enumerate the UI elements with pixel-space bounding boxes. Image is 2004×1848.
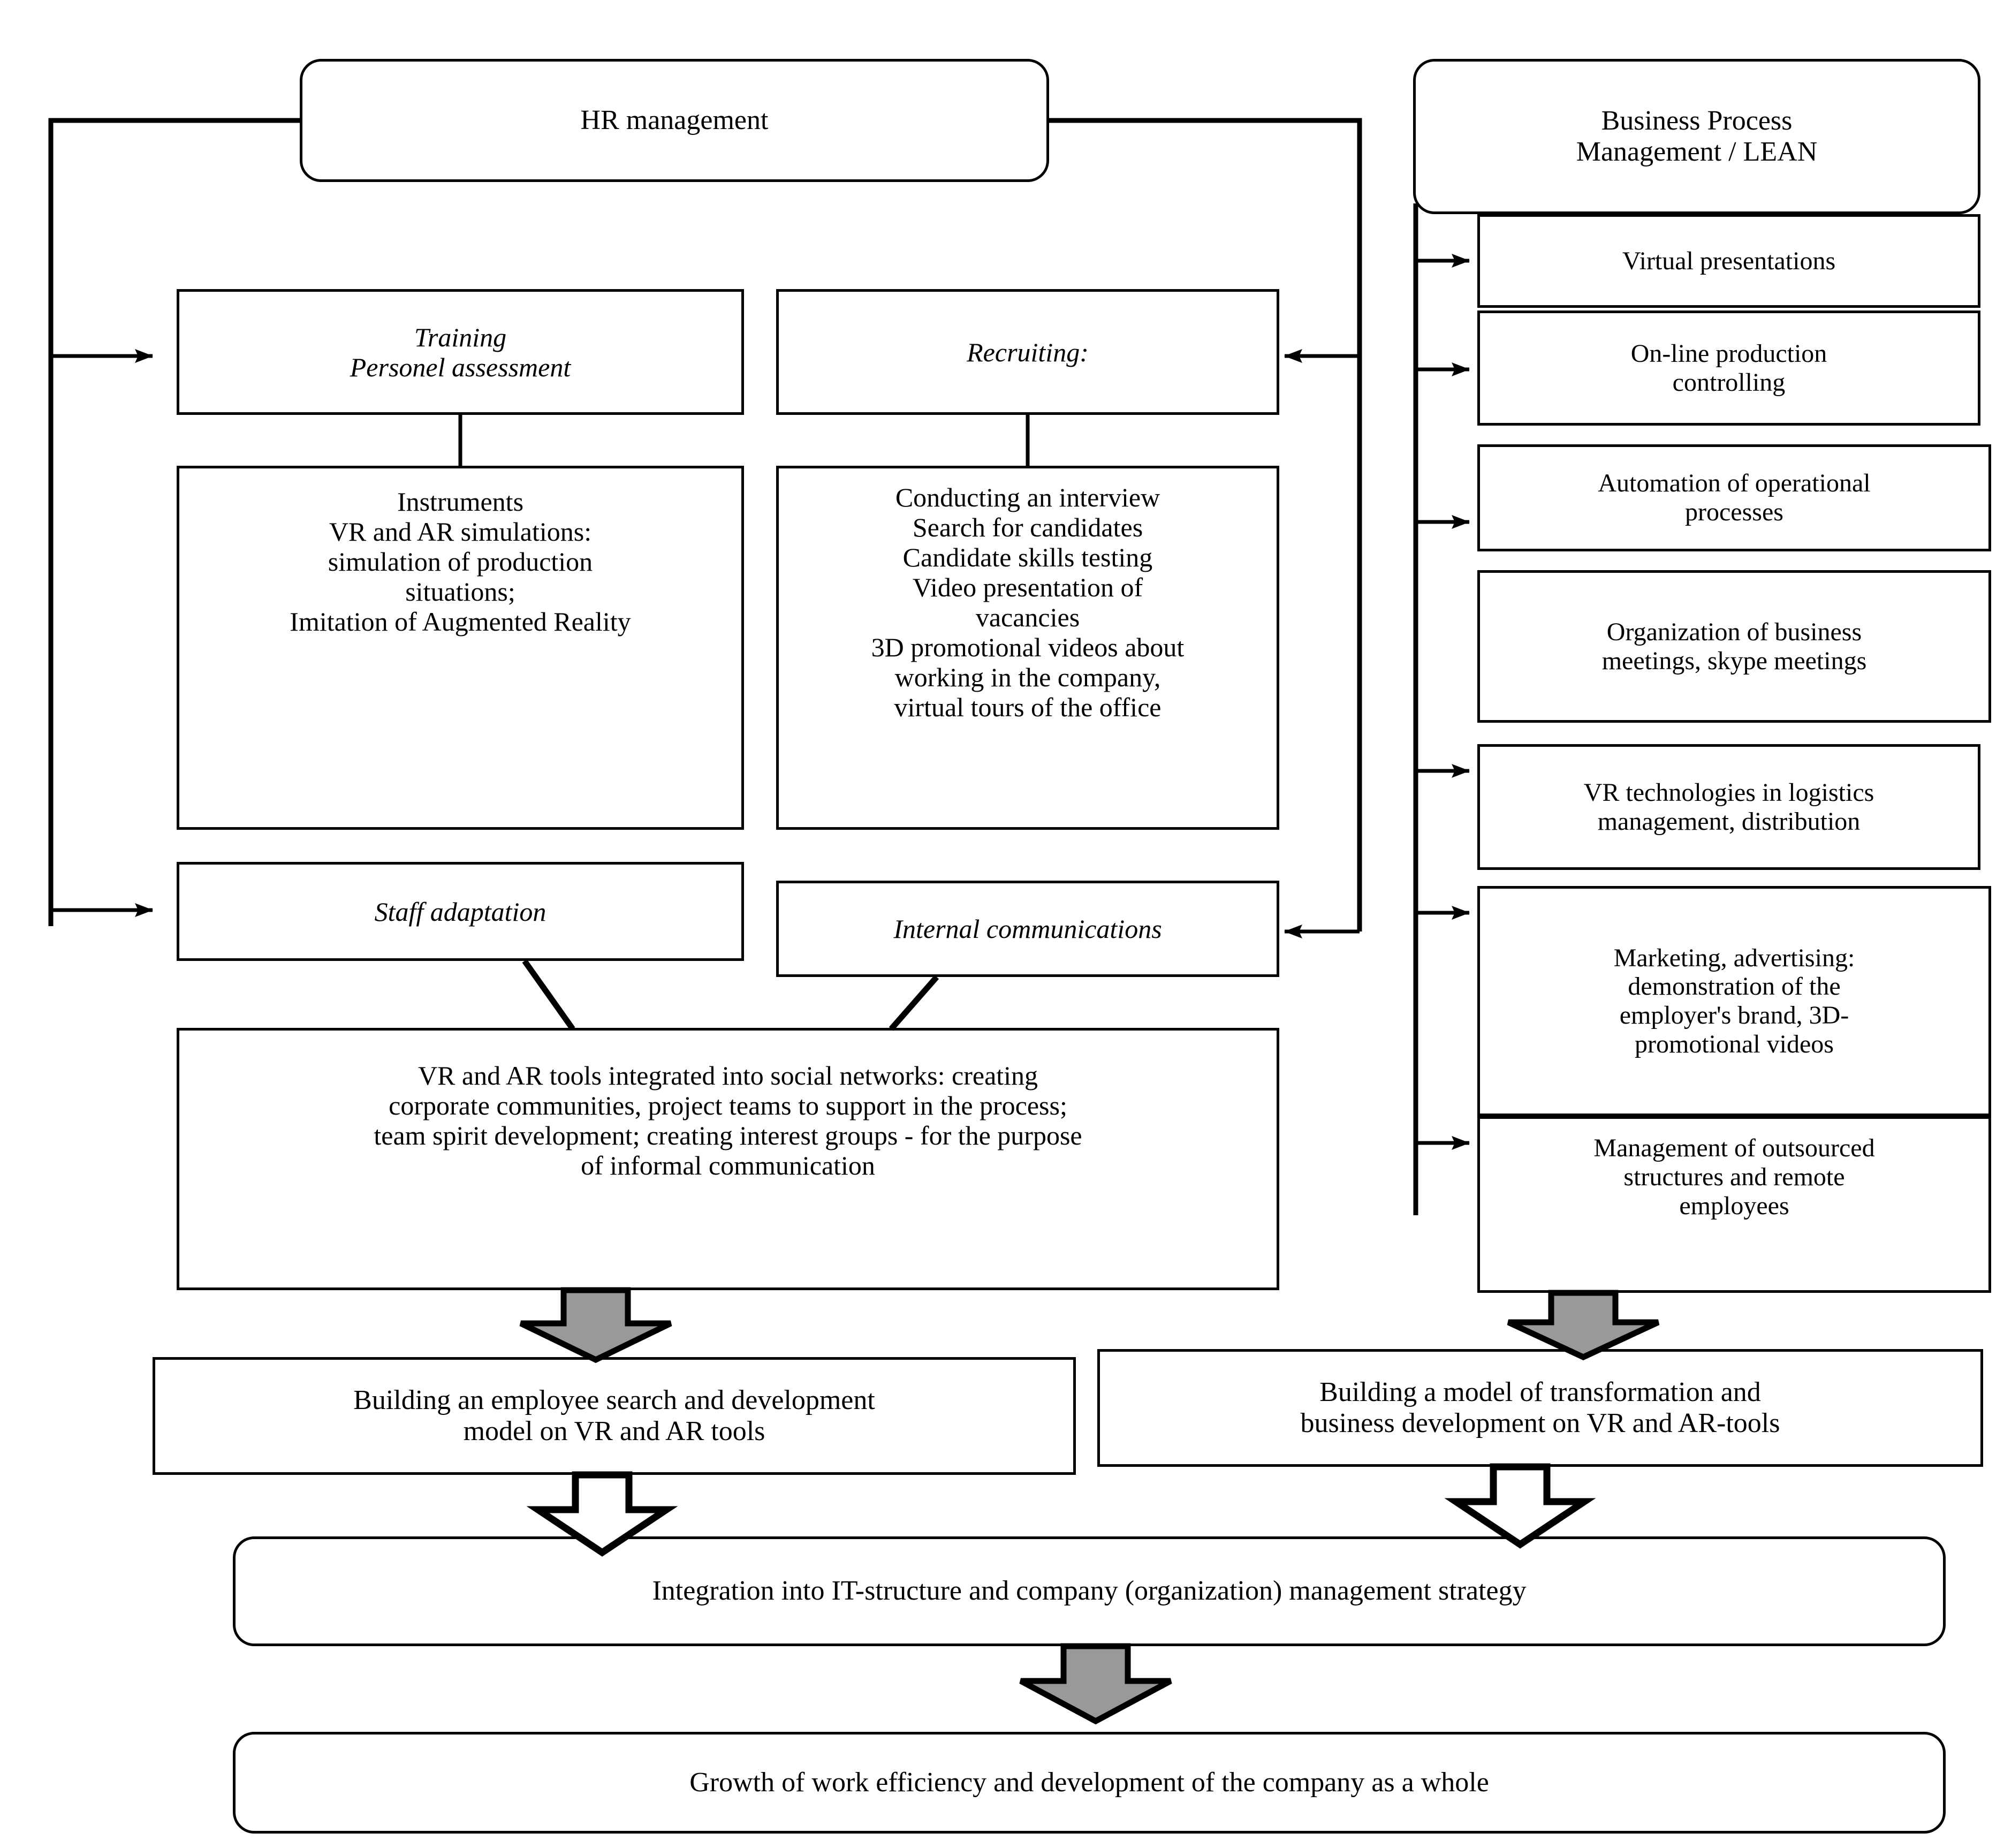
training-instruments-label: Instruments VR and AR simulations: simul… [290,487,631,637]
growth-outcome-box: Growth of work efficiency and developmen… [233,1732,1946,1834]
gray-down-arrow-right [1507,1290,1660,1361]
hr-management-box: HR management [300,59,1049,182]
staff-adaptation-label: Staff adaptation [374,896,546,927]
bpm-item-label: Management of outsourced structures and … [1593,1134,1875,1220]
gray-down-arrow-left [519,1287,672,1364]
bpm-item-outsourced-management: Management of outsourced structures and … [1477,1116,1991,1293]
recruiting-label: Recruiting: [967,337,1089,367]
outcome-left-box: Building an employee search and developm… [153,1357,1076,1475]
bpm-item-marketing-advertising: Marketing, advertising: demonstration of… [1477,886,1991,1116]
recruiting-details-label: Conducting an interview Search for candi… [871,482,1185,722]
training-instruments-box: Instruments VR and AR simulations: simul… [177,466,744,830]
outcome-right-label: Building a model of transformation and b… [1300,1376,1780,1438]
bpm-item-label: On-line production controlling [1630,339,1827,397]
staff-adaptation-box: Staff adaptation [177,862,744,961]
recruiting-box: Recruiting: [776,289,1279,415]
recruiting-details-box: Conducting an interview Search for candi… [776,466,1279,830]
integration-strategy-label: Integration into IT-structure and compan… [652,1576,1527,1607]
bpm-item-label: Automation of operational processes [1598,469,1871,526]
social-tools-box: VR and AR tools integrated into social n… [177,1028,1279,1290]
bpm-item-vr-logistics: VR technologies in logistics management,… [1477,744,1980,870]
bpm-lean-label: Business Process Management / LEAN [1576,105,1818,167]
bpm-item-organization-business-meetings: Organization of business meetings, skype… [1477,570,1991,723]
gray-down-arrow-center [1019,1643,1172,1725]
integration-strategy-box: Integration into IT-structure and compan… [233,1536,1946,1646]
outcome-left-label: Building an employee search and developm… [353,1384,875,1446]
bpm-item-label: Marketing, advertising: demonstration of… [1613,943,1855,1058]
training-box: Training Personel assessment [177,289,744,415]
internal-communications-box: Internal communications [776,881,1279,977]
bpm-item-virtual-presentations: Virtual presentations [1477,214,1980,308]
bpm-item-automation-operational-processes: Automation of operational processes [1477,444,1991,551]
training-label: Training Personel assessment [350,322,571,382]
bpm-item-online-production-controlling: On-line production controlling [1477,310,1980,426]
bpm-left-trunk [1413,203,1470,1215]
bpm-item-label: VR technologies in logistics management,… [1583,778,1874,836]
hr-management-label: HR management [580,104,769,135]
growth-outcome-label: Growth of work efficiency and developmen… [689,1767,1489,1798]
social-tools-label: VR and AR tools integrated into social n… [374,1061,1082,1180]
internal-communications-label: Internal communications [893,914,1162,944]
bpm-lean-box: Business Process Management / LEAN [1413,59,1980,214]
bpm-item-label: Virtual presentations [1622,246,1836,275]
white-down-arrow-right [1444,1463,1596,1549]
bpm-item-label: Organization of business meetings, skype… [1601,617,1867,675]
outcome-right-box: Building a model of transformation and b… [1097,1349,1983,1467]
